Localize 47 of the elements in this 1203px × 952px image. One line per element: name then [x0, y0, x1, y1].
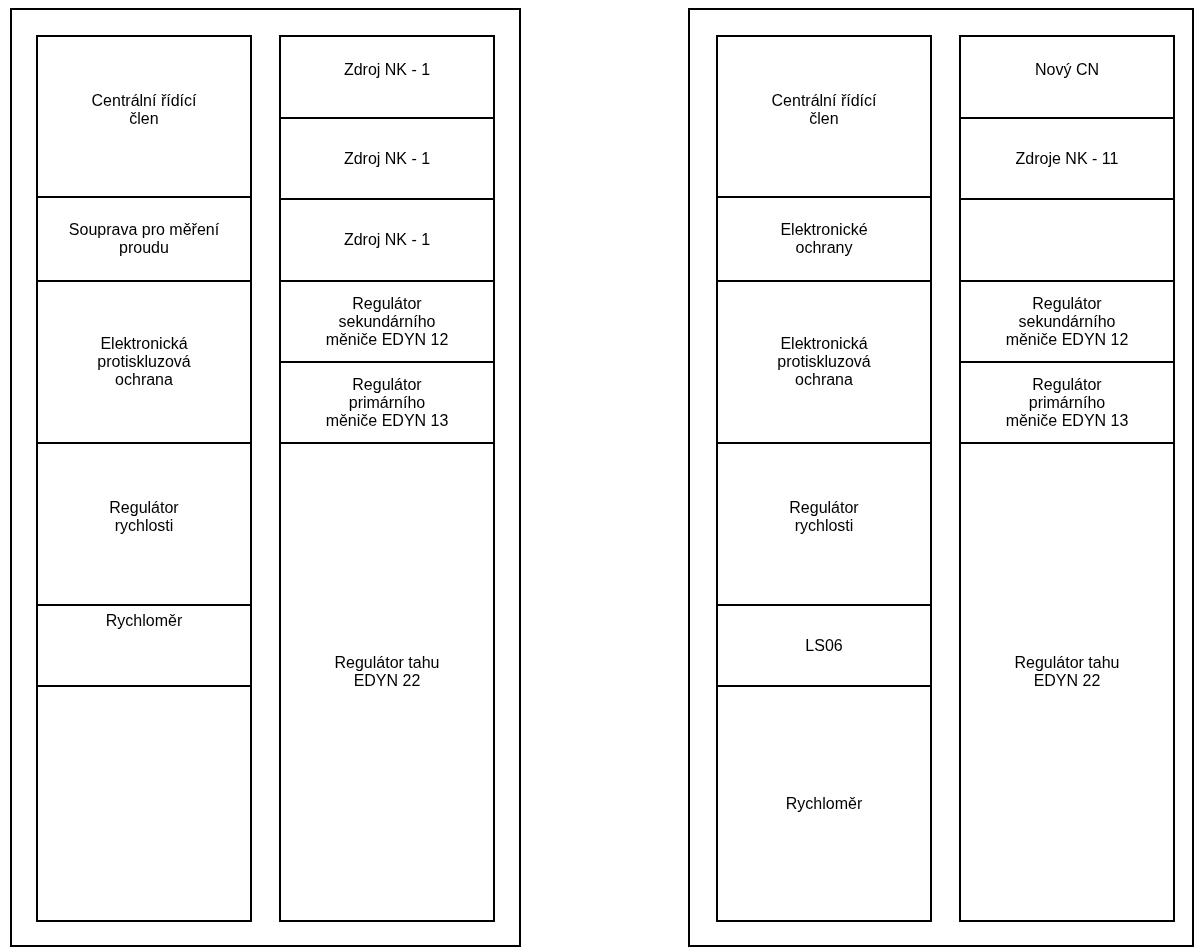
- component-box: [716, 604, 932, 687]
- component-box: [716, 35, 932, 198]
- component-box: [959, 442, 1175, 922]
- component-box: [36, 442, 252, 606]
- component-box: [279, 442, 495, 922]
- component-box: [716, 442, 932, 606]
- component-box: [716, 280, 932, 444]
- empty-slot-box: [959, 198, 1175, 282]
- component-label: Regulátor tahu EDYN 22: [333, 654, 441, 690]
- component-box: [959, 280, 1175, 363]
- component-label: Nový CN: [1035, 61, 1099, 79]
- component-label: Regulátor sekundárního měniče EDYN 12: [324, 294, 450, 349]
- component-label: Souprava pro měření proudu: [67, 221, 221, 257]
- component-label: Regulátor sekundárního měniče EDYN 12: [1004, 294, 1130, 349]
- component-box: [959, 117, 1175, 200]
- component-label: Zdroj NK - 1: [343, 149, 431, 168]
- component-box: [279, 280, 495, 363]
- component-label: Regulátor primárního měniče EDYN 13: [1004, 375, 1130, 430]
- component-label: Zdroj NK - 1: [343, 61, 431, 79]
- component-box: [279, 198, 495, 282]
- component-label: Elektronická protiskluzová ochrana: [96, 335, 192, 389]
- component-label: Zdroje NK - 11: [1015, 149, 1119, 168]
- component-box: [959, 35, 1175, 119]
- component-label: Rychloměr: [785, 794, 863, 813]
- component-box: [36, 604, 252, 687]
- component-box: [716, 685, 932, 922]
- component-label: Centrální řídící člen: [90, 91, 198, 128]
- component-label: Regulátor primárního měniče EDYN 13: [324, 375, 450, 430]
- cabinet-frame: [688, 8, 1194, 947]
- component-label: Rychloměr: [105, 612, 183, 630]
- component-label: Regulátor rychlosti: [788, 499, 860, 535]
- component-box: [36, 35, 252, 198]
- component-box: [279, 361, 495, 444]
- component-box: [36, 196, 252, 282]
- component-label: Elektronické ochrany: [779, 221, 869, 257]
- component-box: [716, 196, 932, 282]
- component-box: [959, 361, 1175, 444]
- component-label: Centrální řídící člen: [770, 91, 878, 128]
- component-box: [279, 117, 495, 200]
- component-label: Zdroj NK - 1: [343, 231, 431, 249]
- component-box: [36, 280, 252, 444]
- component-label: Elektronická protiskluzová ochrana: [776, 335, 872, 389]
- component-label: Regulátor rychlosti: [108, 499, 180, 535]
- component-label: Regulátor tahu EDYN 22: [1013, 654, 1121, 690]
- cabinet-frame: [10, 8, 521, 947]
- component-box: [279, 35, 495, 119]
- component-label: LS06: [805, 636, 843, 655]
